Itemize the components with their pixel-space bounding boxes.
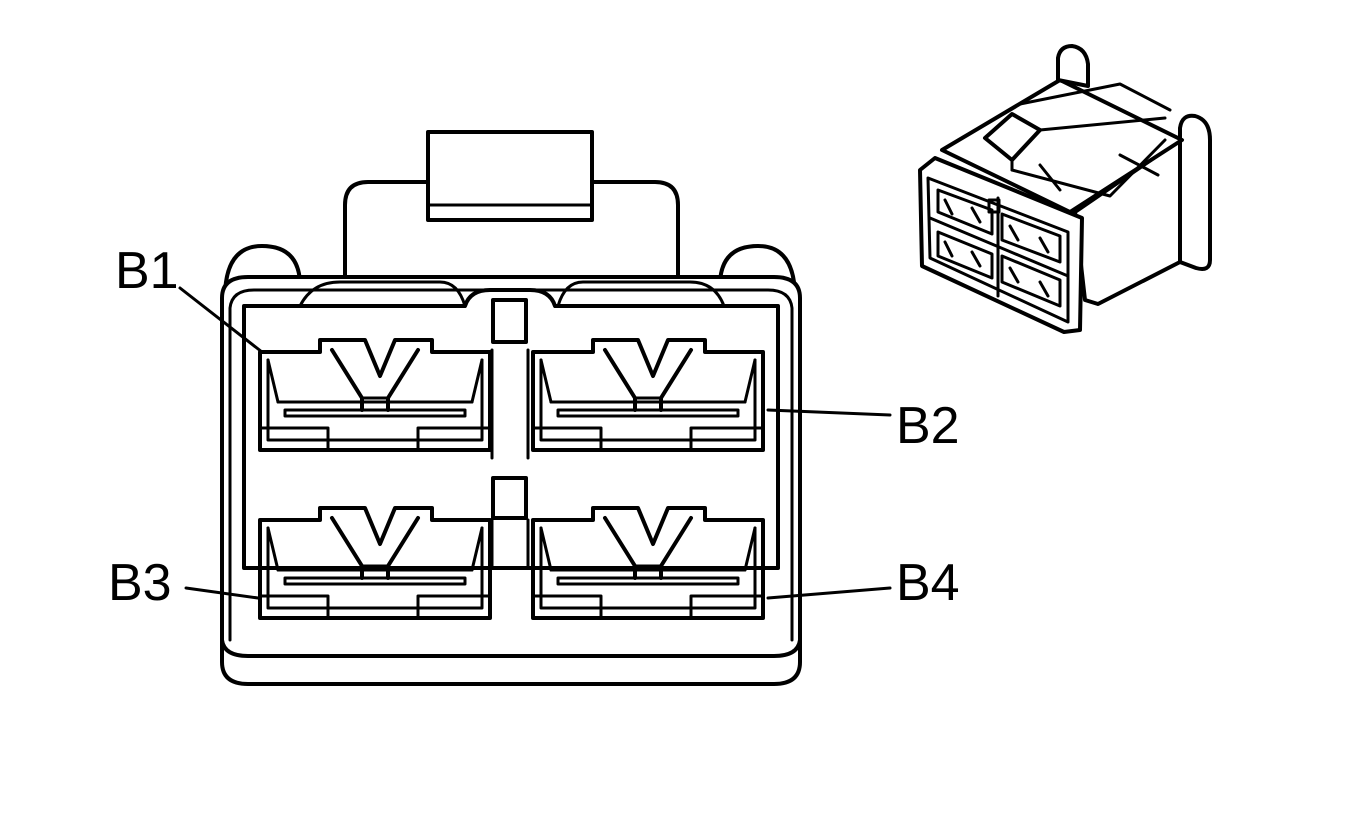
pin-label-b2: B2 [896,397,960,455]
connector-front-view: B1 B2 B3 B4 [108,130,960,686]
top-lock-tab [343,130,680,280]
leader-line-b2 [766,408,892,417]
pin-label-b1: B1 [115,242,179,300]
leader-line-b3 [184,586,260,600]
leader-line-b1 [178,286,264,354]
pin-label-b4: B4 [896,554,960,612]
connector-isometric-view [918,44,1212,334]
connector-housing [220,275,802,686]
leader-line-b4 [766,586,892,600]
pin-label-b3: B3 [108,554,172,612]
